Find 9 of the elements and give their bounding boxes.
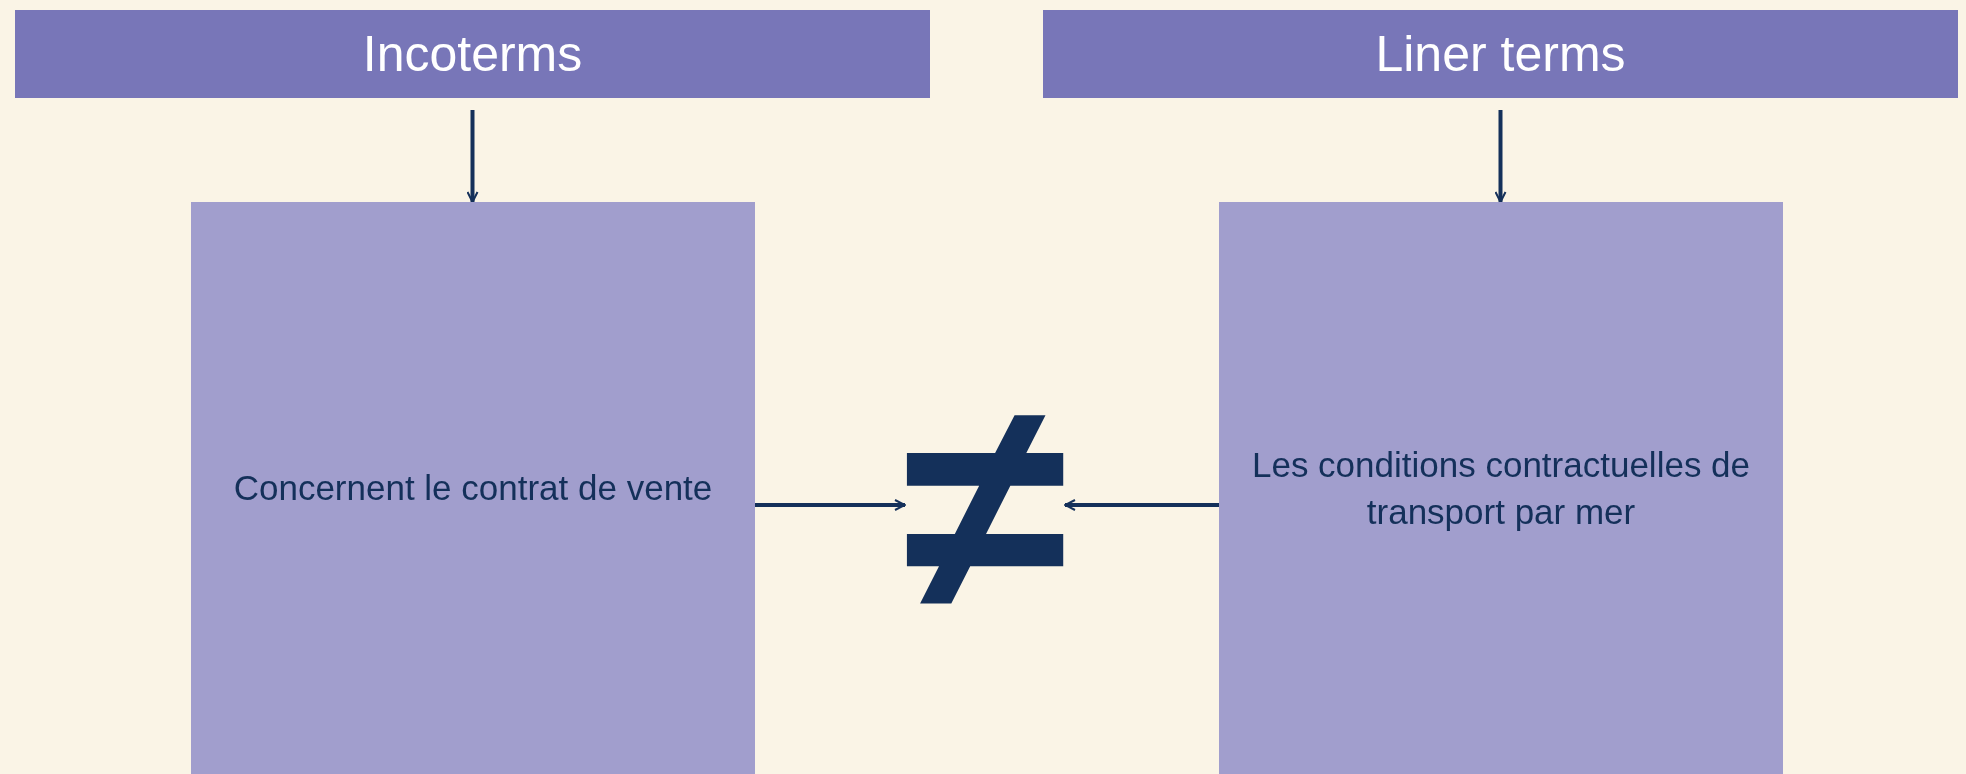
arrow bbox=[1494, 110, 1507, 203]
text-box: Les conditions contractuelles de transport par mer bbox=[1219, 202, 1783, 774]
header-bar: Incoterms bbox=[15, 10, 930, 98]
text-box: Concernent le contrat de vente bbox=[191, 202, 755, 774]
arrow bbox=[1064, 499, 1219, 511]
header-bar: Liner terms bbox=[1043, 10, 1958, 98]
arrow bbox=[466, 110, 479, 203]
arrow bbox=[755, 499, 906, 511]
not-equal-sign: ≠ bbox=[905, 380, 1065, 630]
